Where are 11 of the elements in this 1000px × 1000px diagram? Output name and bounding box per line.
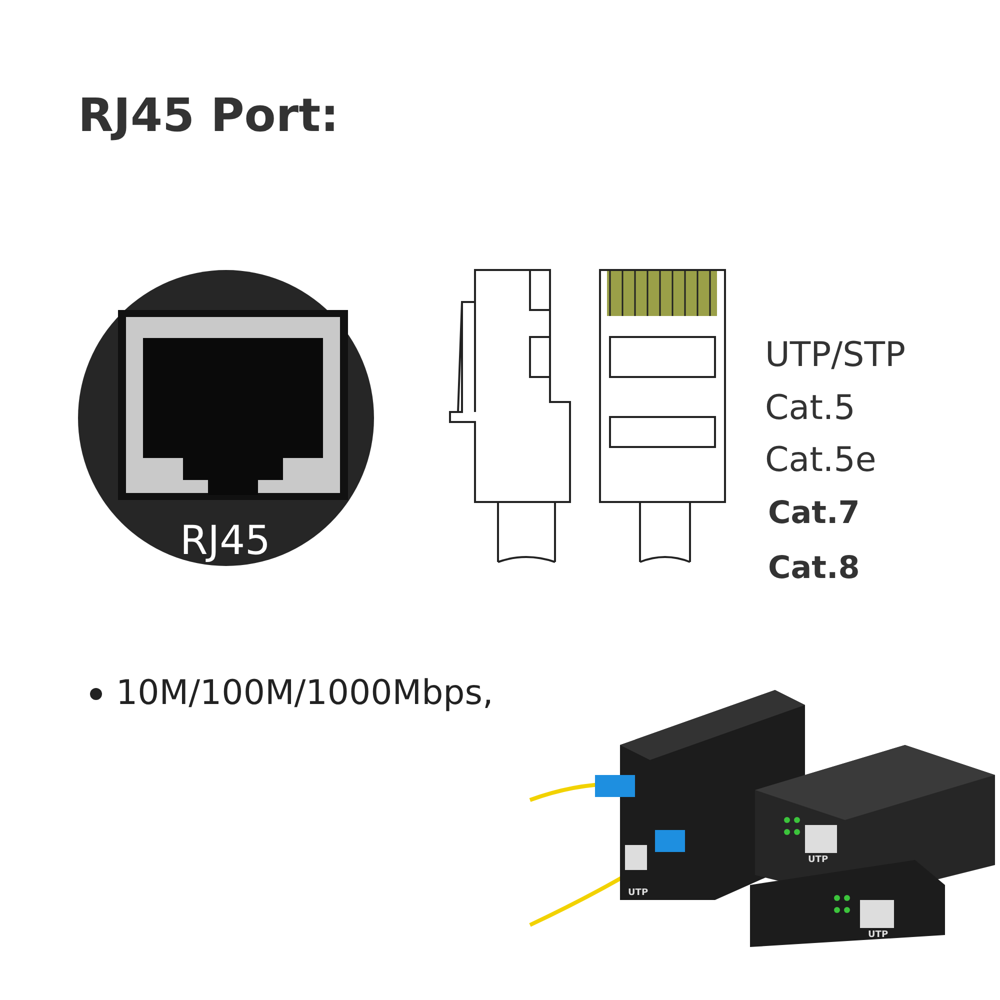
port-label: UTP [628,888,648,898]
cable-type-text: Cat.5 [765,388,856,428]
port-label: UTP [868,930,888,940]
port-label: RJ45 [180,518,270,564]
cable-type-text: Cat.7 [768,495,860,531]
port-label: UTP [808,855,828,865]
cable-type-text: Cat.5e [765,440,876,480]
speed-text: 10M/100M/1000Mbps, [116,673,494,713]
cable-type-text: Cat.8 [768,550,860,586]
cable-type-text: UTP/STP [765,335,906,375]
page-title: RJ45 Port: [78,88,339,142]
